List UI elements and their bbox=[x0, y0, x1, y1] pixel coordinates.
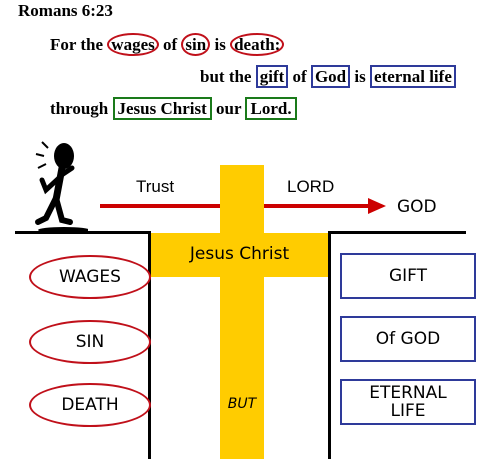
line1-of: of bbox=[158, 35, 182, 54]
word-god: God bbox=[310, 65, 351, 88]
cross-label: Jesus Christ bbox=[189, 244, 290, 264]
word-lord: Lord. bbox=[245, 97, 297, 120]
wages-oval: WAGES bbox=[29, 255, 151, 299]
word-jesus-christ: Jesus Christ bbox=[112, 97, 212, 120]
trust-label: Trust bbox=[136, 177, 175, 196]
left-cliff-top bbox=[15, 231, 150, 234]
stick-figure-icon bbox=[35, 141, 88, 233]
line2-of: of bbox=[288, 67, 311, 86]
right-cliff-top bbox=[328, 231, 466, 234]
line3-our: our bbox=[211, 99, 246, 118]
verse-line-3: through Jesus Christ our Lord. bbox=[50, 97, 297, 120]
word-eternal-life: eternal life bbox=[369, 65, 456, 88]
line3-pre: through bbox=[50, 99, 113, 118]
word-wages: wages bbox=[107, 33, 159, 56]
lord-label: LORD bbox=[287, 177, 335, 196]
but-label: BUT bbox=[227, 396, 257, 412]
of-god-box: Of GOD bbox=[340, 316, 476, 362]
sin-oval: SIN bbox=[29, 320, 151, 364]
gift-box: GIFT bbox=[340, 253, 476, 299]
death-oval: DEATH bbox=[29, 383, 151, 427]
cross-horizontal bbox=[151, 233, 328, 277]
verse-line-2: but the gift of God is eternal life bbox=[200, 65, 456, 88]
verse-reference: Romans 6:23 bbox=[18, 1, 113, 20]
god-label: GOD bbox=[397, 197, 437, 217]
verse-line-1: For the wages of sin is death: bbox=[50, 33, 285, 56]
line2-pre: but the bbox=[200, 67, 256, 86]
line2-is: is bbox=[350, 67, 370, 86]
line1-is: is bbox=[210, 35, 231, 54]
cross-vertical bbox=[220, 165, 264, 459]
line1-pre: For the bbox=[50, 35, 108, 54]
word-gift: gift bbox=[255, 65, 289, 88]
right-cliff-wall bbox=[328, 231, 331, 459]
word-sin: sin bbox=[181, 33, 211, 56]
eternal-life-box: ETERNAL LIFE bbox=[340, 379, 476, 425]
word-death: death: bbox=[230, 33, 285, 56]
